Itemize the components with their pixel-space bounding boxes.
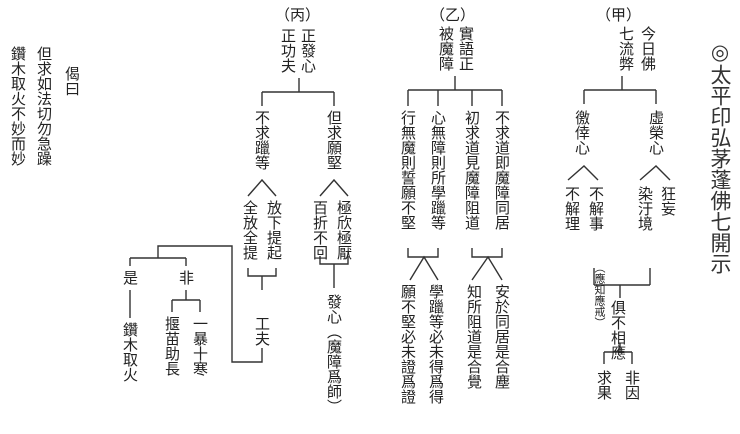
section-marker-jia: （甲）	[596, 6, 642, 24]
result-bing-effort: 工夫	[253, 316, 271, 346]
result-not-corresponding: 俱不相應	[609, 300, 627, 360]
verse-line-2: 鑽木取火不妙而妙	[9, 46, 27, 166]
effect-arrogance: 狂妄	[659, 186, 677, 216]
section-marker-yi: （乙）	[430, 6, 476, 24]
branch-vainglory: 虛榮心	[647, 110, 665, 155]
judge-shi: 是	[121, 270, 139, 285]
result-yi-1: 安於同居是合塵	[493, 284, 511, 389]
verse-line-1: 但求如法切勿急躁	[35, 46, 53, 166]
final-seek-result: 求果	[595, 370, 613, 400]
effect-joy-aversion: 極欣極厭	[335, 200, 353, 260]
judge-fei: 非	[177, 270, 195, 285]
heading-jia-line2: 七流弊	[617, 26, 635, 71]
heading-yi-line2: 被魔障	[437, 26, 455, 71]
effect-no-understanding-matters: 不解事	[587, 186, 605, 231]
result-yi-4: 願不堅必未證爲證	[399, 284, 417, 404]
branch-seek-firm-vow: 但求願堅	[325, 110, 343, 170]
branch-no-skipping: 不求躐等	[253, 110, 271, 170]
branch-luck: 徼倖心	[573, 110, 591, 155]
effect-unwavering: 百折不回	[311, 200, 329, 260]
page-title: ◎太平印弘茅蓬佛七開示	[708, 40, 732, 274]
effect-defiled-realm: 染汙境	[636, 186, 654, 231]
heading-yi-line1: 實語正	[457, 26, 475, 71]
branch-yi-2: 初求道見魔障阻道	[463, 110, 481, 230]
final-not-cause: 非因	[623, 370, 641, 400]
section-marker-bing: （丙）	[275, 6, 321, 24]
effect-let-go-pick-up: 放下提起	[265, 200, 283, 260]
result-yi-2: 知所阻道是合覺	[465, 284, 483, 389]
result-yi-3: 學躐等必未得爲得	[427, 284, 445, 404]
result-bing-resolve: 發心（魔障爲師）	[325, 294, 343, 414]
fei-pull-seedlings: 揠苗助長	[163, 316, 181, 376]
note-should-know: （應知應戒）	[593, 262, 606, 328]
heading-bing-line1: 正發心	[299, 28, 317, 73]
heading-jia-line1: 今日佛	[639, 26, 657, 71]
fei-one-day-ten-cold: 一暴十寒	[191, 316, 209, 376]
effect-no-understanding-principle: 不解理	[563, 186, 581, 231]
branch-yi-3: 心無障則所學躐等	[429, 110, 447, 230]
heading-bing-line2: 正功夫	[279, 28, 297, 73]
effect-full-release: 全放全提	[241, 200, 259, 260]
shi-drill-wood-fire: 鑽木取火	[121, 322, 139, 382]
verse-label: 偈曰	[63, 66, 81, 96]
branch-yi-4: 行無魔則誓願不堅	[399, 110, 417, 230]
branch-yi-1: 不求道即魔障同居	[493, 110, 511, 230]
